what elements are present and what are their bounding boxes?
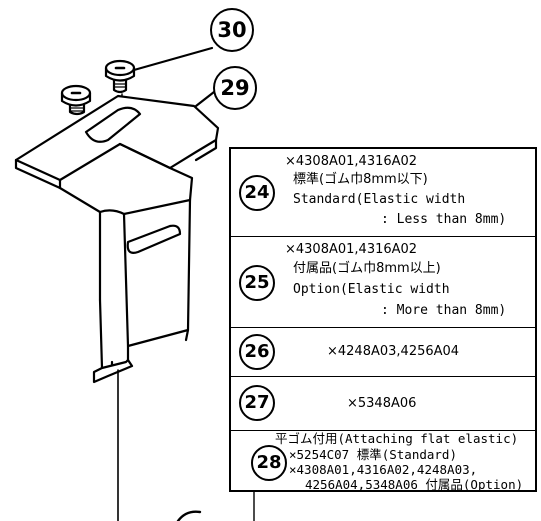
row-number-24: 24 <box>239 175 275 211</box>
row-26-line-1: ×4248A03,4256A04 <box>327 344 460 359</box>
screw-left <box>60 84 92 116</box>
row-24-line-3: Standard(Elastic width <box>293 192 466 207</box>
row-25-line-3: Option(Elastic width <box>293 282 450 297</box>
row-24-line-4: : Less than 8mm) <box>381 212 507 227</box>
row-28-line-2: ×5254C07 標準(Standard) <box>289 447 457 462</box>
callout-29: 29 <box>213 66 257 110</box>
leader-line-30 <box>132 46 214 72</box>
parts-table: 24 ×4308A01,4316A02 標準(ゴム巾8mm以下) Standar… <box>229 147 537 492</box>
table-row-24: 24 ×4308A01,4316A02 標準(ゴム巾8mm以下) Standar… <box>231 149 535 236</box>
row-number-26: 26 <box>239 334 275 370</box>
callout-30-label: 30 <box>217 17 247 42</box>
row-28-line-1: 平ゴム付用(Attaching flat elastic) <box>275 431 519 446</box>
leader-line-29 <box>194 90 216 108</box>
row-25-line-2: 付属品(ゴム巾8mm以上) <box>293 261 441 276</box>
screw-right <box>104 59 136 94</box>
callout-30: 30 <box>210 8 254 52</box>
callout-29-label: 29 <box>220 75 250 100</box>
table-row-26: 26 ×4248A03,4256A04 <box>231 327 535 376</box>
row-24-line-1: ×4308A01,4316A02 <box>285 154 418 169</box>
row-28-line-3: ×4308A01,4316A02,4248A03, <box>289 462 478 477</box>
table-row-25: 25 ×4308A01,4316A02 付属品(ゴム巾8mm以上) Option… <box>231 236 535 327</box>
row-27-line-1: ×5348A06 <box>347 396 417 411</box>
row-number-25: 25 <box>239 265 275 301</box>
row-25-line-1: ×4308A01,4316A02 <box>285 242 418 257</box>
row-28-line-4: 4256A04,5348A06 付属品(Option) <box>305 477 524 492</box>
table-row-27: 27 ×5348A06 <box>231 376 535 430</box>
row-number-28: 28 <box>251 445 287 481</box>
table-row-28: 28 平ゴム付用(Attaching flat elastic) ×5254C0… <box>231 430 535 492</box>
row-24-line-2: 標準(ゴム巾8mm以下) <box>293 172 428 187</box>
bracket <box>14 94 220 384</box>
row-25-line-4: : More than 8mm) <box>381 303 507 318</box>
row-number-27: 27 <box>239 385 275 421</box>
